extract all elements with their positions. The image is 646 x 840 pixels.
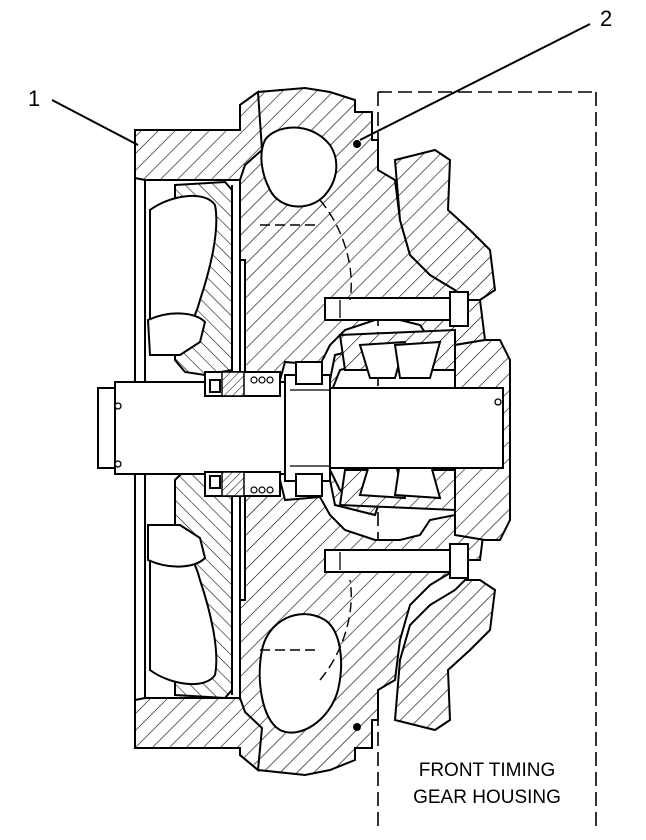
impeller-housing: [134, 90, 264, 772]
callout-2: 2: [359, 6, 612, 141]
housing-note-line-1: FRONT TIMING: [419, 760, 556, 781]
pump-shaft: [97, 374, 504, 482]
housing-note-line-2: GEAR HOUSING: [413, 787, 561, 808]
callout-1-label: 1: [28, 86, 40, 111]
housing-note: FRONT TIMING GEAR HOUSING: [413, 760, 561, 808]
hidden-passages: [260, 199, 352, 681]
bolts: [324, 291, 469, 579]
bearings: [338, 328, 456, 512]
impeller: [146, 180, 241, 700]
coolant-passages: [258, 126, 343, 734]
callout-1: 1: [28, 86, 139, 146]
shaft-seal: [204, 361, 323, 497]
callout-2-label: 2: [600, 6, 612, 31]
o-rings: [353, 140, 361, 731]
